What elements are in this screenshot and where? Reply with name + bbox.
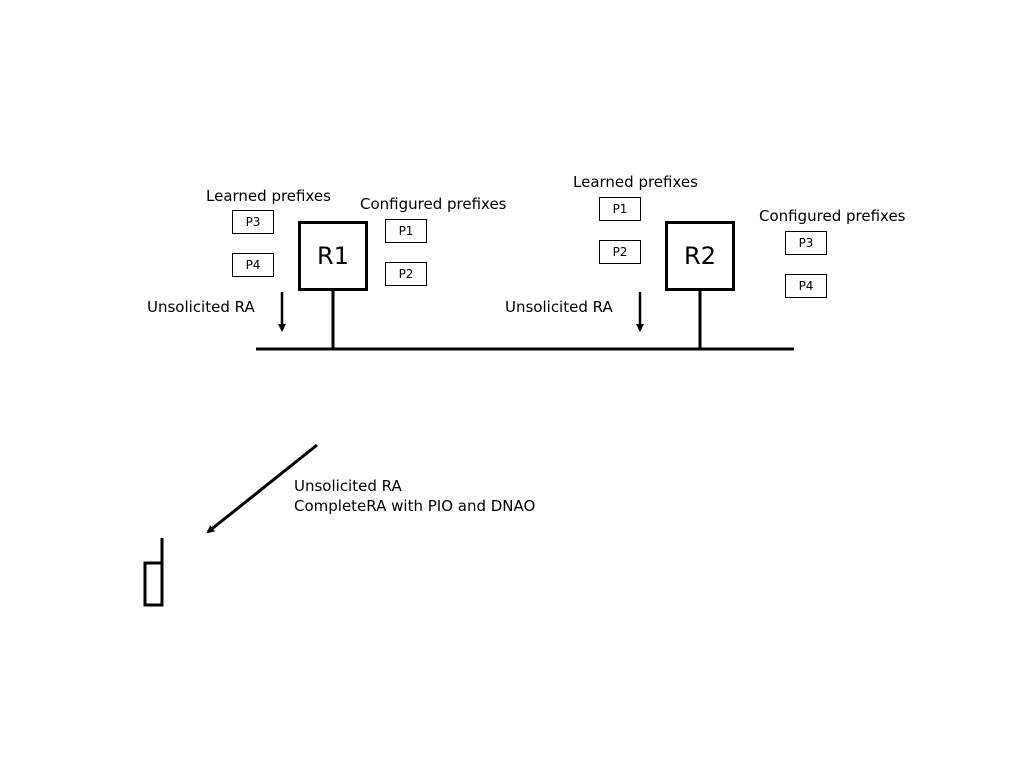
r1-configured-prefix: P1: [385, 219, 427, 243]
host-ra-arrow: [206, 443, 318, 534]
router-r1-label: R1: [317, 242, 349, 270]
r2-learned-prefix: P2: [599, 240, 641, 264]
router-r2-label: R2: [684, 242, 716, 270]
router-r1: R1: [298, 221, 368, 291]
router-r2: R2: [665, 221, 735, 291]
r1-learned-label: Learned prefixes: [206, 187, 331, 205]
r2-learned-prefix: P1: [599, 197, 641, 221]
host-message-line2: CompleteRA with PIO and DNAO: [294, 497, 536, 515]
host-message-line1: Unsolicited RA: [294, 477, 402, 495]
r2-configured-prefix: P3: [785, 231, 827, 255]
r2-ra-label: Unsolicited RA: [505, 298, 613, 316]
r2-learned-label: Learned prefixes: [573, 173, 698, 191]
r1-learned-prefix: P3: [232, 210, 274, 234]
host-device-icon: [143, 561, 164, 607]
r2-configured-prefix: P4: [785, 274, 827, 298]
r1-configured-label: Configured prefixes: [360, 195, 507, 213]
r2-configured-label: Configured prefixes: [759, 207, 906, 225]
r1-ra-label: Unsolicited RA: [147, 298, 255, 316]
r1-learned-prefix: P4: [232, 253, 274, 277]
r1-configured-prefix: P2: [385, 262, 427, 286]
